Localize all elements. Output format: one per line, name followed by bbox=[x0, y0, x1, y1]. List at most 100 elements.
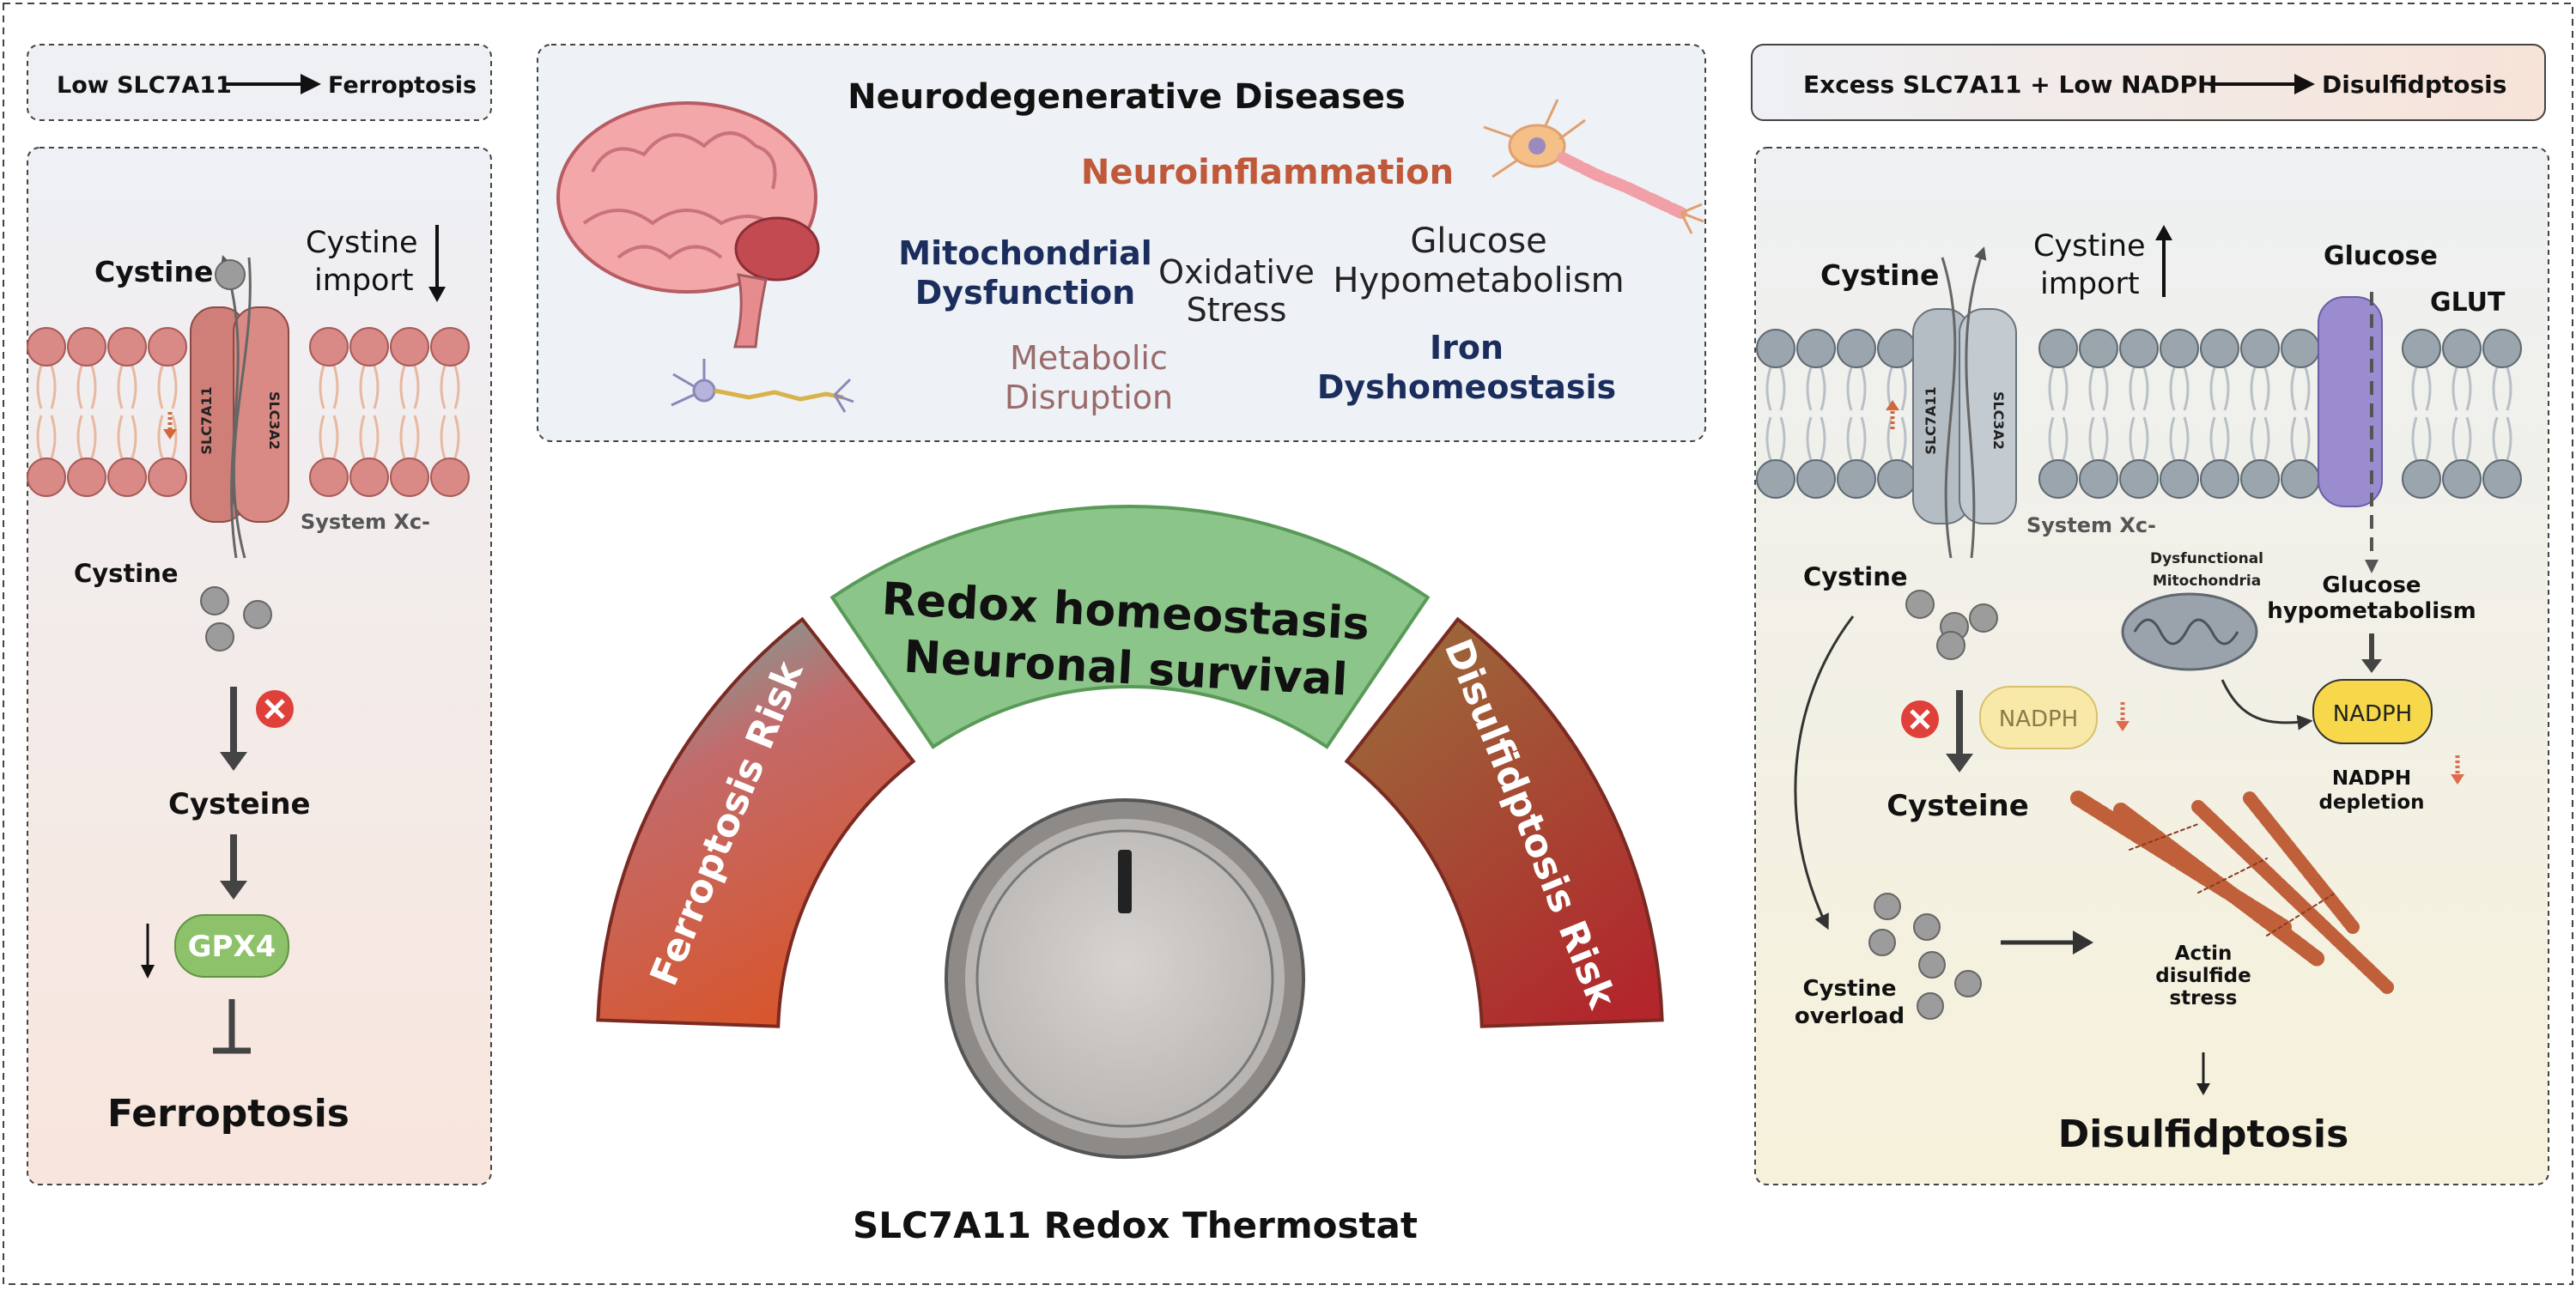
arrow-head-icon bbox=[2451, 774, 2464, 785]
lipid-head bbox=[349, 327, 389, 367]
lipid-head bbox=[1796, 459, 1836, 499]
outer-frame bbox=[3, 3, 2573, 1285]
cystine-overload-line1: Cystine bbox=[1803, 976, 1897, 1002]
actin-stress-line2: disulfide bbox=[2155, 965, 2251, 987]
ferroptosis-risk-segment bbox=[596, 616, 916, 1028]
arrow-head-icon bbox=[2361, 659, 2382, 673]
cystine-overload-cluster bbox=[1868, 893, 1982, 1020]
right-cystine-import-line1: Cystine bbox=[2033, 229, 2146, 264]
small-neuron-icon bbox=[671, 359, 854, 413]
arrow-head-icon bbox=[2365, 560, 2379, 573]
dysfunctional-mito-line1: Dysfunctional bbox=[2150, 550, 2263, 567]
lipid-head bbox=[2442, 459, 2482, 499]
glucose-hypo-line2: hypometabolism bbox=[2267, 598, 2476, 624]
glucose-line1: Glucose bbox=[1410, 221, 1546, 261]
lipid-tail bbox=[2169, 367, 2190, 461]
left-header-cause: Low SLC7A11 bbox=[57, 72, 232, 99]
lipid-head bbox=[309, 327, 349, 367]
center-disease-panel bbox=[537, 44, 1706, 442]
lipid-tail bbox=[399, 365, 420, 459]
lipid-head bbox=[1877, 329, 1917, 368]
gpx4-label: GPX4 bbox=[188, 930, 276, 964]
lipid-head bbox=[1756, 329, 1795, 368]
arrow-head-icon bbox=[141, 965, 155, 979]
glut-label: GLUT bbox=[2430, 288, 2506, 318]
lipid-tail bbox=[2290, 367, 2311, 461]
gpx4-badge: GPX4 bbox=[174, 914, 289, 978]
arrow-head-icon bbox=[163, 429, 177, 439]
mitochondria-icon bbox=[2121, 592, 2258, 671]
right-outcome: Disulfidptosis bbox=[2058, 1112, 2349, 1156]
left-cystine-inside: Cystine bbox=[74, 559, 179, 588]
lipid-head bbox=[1837, 329, 1876, 368]
lipid-tail bbox=[2250, 367, 2270, 461]
lipid-head bbox=[67, 458, 106, 497]
neuron-icon bbox=[1483, 99, 1704, 234]
lipid-head bbox=[349, 458, 389, 497]
nadph-depletion-line2: depletion bbox=[2318, 791, 2424, 814]
lipid-tail bbox=[2411, 367, 2432, 461]
cystine-molecule bbox=[215, 259, 246, 290]
brain-illustration bbox=[556, 101, 820, 349]
lipid-head bbox=[1796, 329, 1836, 368]
lipid-tail bbox=[36, 365, 57, 459]
thermostat-caption: SLC7A11 Redox Thermostat bbox=[853, 1204, 1418, 1246]
lipid-head bbox=[2038, 459, 2078, 499]
lipid-head bbox=[2038, 329, 2078, 368]
inhibit-x-icon bbox=[256, 690, 294, 728]
oxidative-line2: Stress bbox=[1187, 291, 1287, 329]
thermostat-dial-icon bbox=[945, 798, 1305, 1159]
lipid-head bbox=[1877, 459, 1917, 499]
lipid-tail bbox=[359, 365, 380, 459]
lipid-head bbox=[2281, 459, 2320, 499]
lipid-tail bbox=[2048, 367, 2069, 461]
lipid-head bbox=[148, 458, 187, 497]
lipid-head bbox=[2079, 459, 2118, 499]
actin-filament-illustration bbox=[2070, 791, 2394, 994]
cystine-cluster bbox=[1905, 590, 1998, 660]
nadph-depletion-line1: NADPH bbox=[2332, 767, 2411, 790]
left-outcome: Ferroptosis bbox=[107, 1092, 349, 1136]
right-slc7a11-label: SLC7A11 bbox=[1923, 386, 1939, 454]
right-cystine-top: Cystine bbox=[1820, 258, 1939, 292]
right-header-box: Excess SLC7A11 + Low NADPH Disulfidptosi… bbox=[1751, 44, 2546, 121]
metabolic-line1: Metabolic bbox=[1010, 339, 1168, 377]
lipid-tail bbox=[1806, 367, 1826, 461]
glut-transporter bbox=[2318, 292, 2383, 573]
iron-line2: Dyshomeostasis bbox=[1317, 368, 1616, 406]
left-slc3a2-label: SLC3A2 bbox=[266, 391, 283, 450]
oxidative-line1: Oxidative bbox=[1158, 253, 1315, 291]
left-system-xc-transporter: SLC7A11 SLC3A2 bbox=[163, 255, 289, 559]
right-system-xc-label: System Xc- bbox=[2026, 513, 2156, 537]
lipid-head bbox=[1756, 459, 1795, 499]
right-cysteine: Cysteine bbox=[1886, 789, 2029, 823]
left-cystine-import-line1: Cystine bbox=[306, 226, 418, 260]
lipid-head bbox=[390, 327, 429, 367]
nadph-label: NADPH bbox=[2333, 701, 2413, 727]
right-header-cause: Excess SLC7A11 + Low NADPH bbox=[1803, 70, 2217, 99]
lipid-tail bbox=[1765, 367, 1786, 461]
lipid-head bbox=[2482, 329, 2522, 368]
left-header-effect: Ferroptosis bbox=[328, 72, 477, 99]
lipid-head bbox=[2200, 459, 2239, 499]
lipid-tail bbox=[1886, 367, 1907, 461]
lipid-tail bbox=[2451, 367, 2472, 461]
lipid-head bbox=[67, 327, 106, 367]
lipid-head bbox=[2281, 329, 2320, 368]
arrow-head-icon bbox=[2294, 74, 2315, 94]
arrow-head-icon bbox=[2196, 1083, 2210, 1095]
arrow-head-icon bbox=[2116, 721, 2129, 731]
lipid-head bbox=[2442, 329, 2482, 368]
nadph-faded-badge: NADPH bbox=[1979, 686, 2098, 749]
left-cystine-import-line2: import bbox=[314, 264, 414, 298]
left-system-xc-label: System Xc- bbox=[301, 510, 430, 534]
right-system-xc-transporter: SLC7A11 SLC3A2 bbox=[1886, 246, 2017, 559]
lipid-head bbox=[2079, 329, 2118, 368]
arrow-head-icon bbox=[1886, 400, 1899, 410]
neuroinflammation-label: Neuroinflammation bbox=[1081, 153, 1454, 192]
arrow-head-icon bbox=[2073, 930, 2093, 955]
iron-line1: Iron bbox=[1430, 329, 1504, 367]
right-header-effect: Disulfidptosis bbox=[2322, 70, 2506, 99]
